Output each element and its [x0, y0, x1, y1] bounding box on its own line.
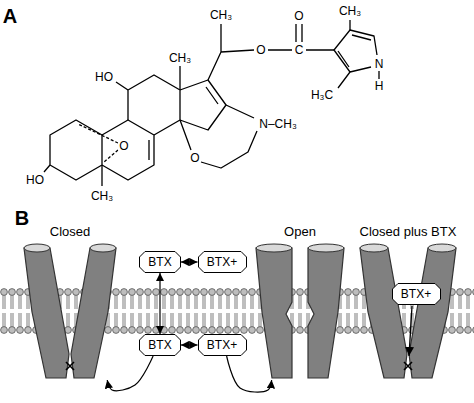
- atom-label: O: [255, 44, 266, 56]
- toxin-label: BTX: [148, 255, 171, 269]
- octagon-shape: [140, 335, 181, 356]
- octagon-shape: [140, 252, 181, 273]
- channel: Closed: [20, 224, 120, 380]
- subunit-cap: [256, 244, 292, 252]
- channel-shape: [252, 224, 348, 380]
- transition-arrow: [107, 356, 153, 391]
- atom-label: CH₃: [168, 52, 192, 64]
- atom-label: H₃C: [310, 89, 334, 101]
- octagon-shape: [392, 284, 440, 305]
- transition-arrow: [159, 273, 160, 334]
- octagon-shape: [198, 252, 246, 273]
- atom-label: C: [294, 44, 305, 56]
- atom-label: O: [118, 140, 129, 152]
- channel-subunit: [409, 248, 456, 378]
- channel-heading: Closed plus BTX: [356, 224, 460, 240]
- octagon-shape: [198, 335, 246, 356]
- atom-label: H: [374, 80, 385, 92]
- binding-arrow: [409, 306, 412, 356]
- atom-label: HO: [25, 174, 45, 186]
- atom-label: N–CH₃: [258, 118, 298, 130]
- channel: Closed plus BTX BTX+: [356, 224, 460, 380]
- subunit-cap: [308, 244, 344, 252]
- toxin-octagon: BTX: [139, 334, 181, 356]
- atom-label: O: [293, 10, 304, 22]
- toxin-octagon: BTX+: [392, 283, 441, 305]
- transition-arrow: [227, 356, 272, 392]
- panel-letter: B: [14, 208, 30, 228]
- transition-arrow: [181, 344, 198, 345]
- subunit-cap: [24, 244, 50, 252]
- lipid-bilayer: [0, 288, 474, 334]
- gate-mark: [404, 362, 412, 370]
- atom-label: HO: [94, 71, 114, 83]
- transition-arrow: [181, 261, 198, 262]
- atom-label: CH₃: [209, 9, 233, 21]
- toxin-label: BTX+: [401, 287, 431, 301]
- subunit-cap: [428, 244, 456, 252]
- toxin-octagon: BTX: [139, 251, 181, 273]
- channel-subunit: [71, 248, 116, 378]
- channel-heading: Closed: [20, 224, 120, 240]
- channel-subunit: [24, 248, 69, 378]
- atom-label: N: [374, 58, 385, 70]
- subunit-cap: [360, 244, 388, 252]
- atom-label: CH₃: [90, 190, 114, 202]
- toxin-octagon: BTX+: [198, 334, 247, 356]
- channel-subunit: [360, 248, 407, 378]
- toxin-label: BTX+: [207, 255, 237, 269]
- atom-label: O: [189, 152, 200, 164]
- gate-mark: [66, 362, 74, 370]
- channel-subunit: [308, 248, 344, 378]
- batrachotoxin-structure: [44, 20, 379, 186]
- panel-letter: A: [2, 6, 18, 26]
- channel-subunit: [256, 248, 292, 378]
- toxin-label: BTX+: [207, 338, 237, 352]
- channel-heading: Open: [252, 224, 348, 240]
- channel-shape: [20, 224, 120, 380]
- toxin-octagon: BTX+: [198, 251, 247, 273]
- atom-label: CH₃: [338, 5, 362, 17]
- channel: Open: [252, 224, 348, 380]
- toxin-label: BTX: [148, 338, 171, 352]
- subunit-cap: [90, 244, 116, 252]
